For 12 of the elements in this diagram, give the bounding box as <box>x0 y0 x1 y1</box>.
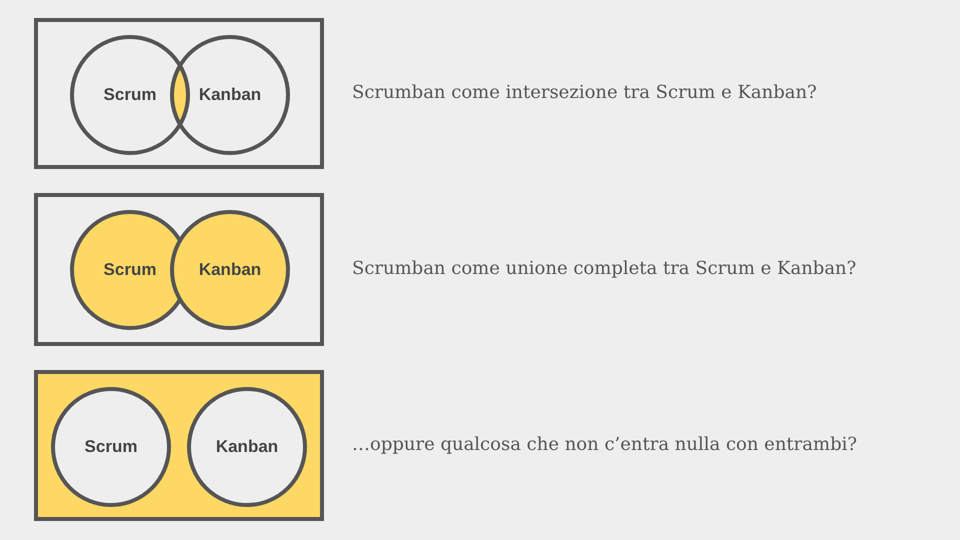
circle-label: Scrum <box>84 437 138 457</box>
panel-frame <box>34 18 324 169</box>
circle-label: Scrum <box>102 260 158 280</box>
circle-label: Kanban <box>214 437 280 457</box>
caption-text: Scrumban come intersezione tra Scrum e Kanban? <box>352 82 817 102</box>
circle-label: Scrum <box>102 85 158 105</box>
caption-text: …oppure qualcosa che non c’entra nulla con entrambi? <box>352 434 857 454</box>
circle-label: Kanban <box>198 260 262 280</box>
panel-frame <box>34 193 324 346</box>
panel-frame <box>34 370 324 521</box>
caption-text: Scrumban come unione completa tra Scrum e Kanban? <box>352 258 856 278</box>
circle-label: Kanban <box>198 85 262 105</box>
